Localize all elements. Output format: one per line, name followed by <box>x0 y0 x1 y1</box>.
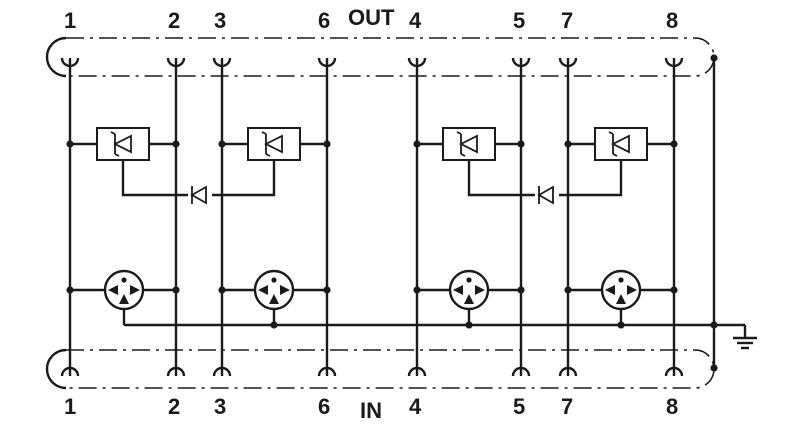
top-connector-outline <box>45 36 715 78</box>
ground-icon <box>733 336 757 350</box>
conductor-lines <box>68 58 676 376</box>
top-pin-label: 6 <box>318 8 330 33</box>
top-pin-labels: 1 2 3 6 4 5 7 8 <box>64 8 678 33</box>
bottom-pin-label: 7 <box>561 394 573 419</box>
bottom-pin-label: 6 <box>318 394 330 419</box>
top-pin-label: 1 <box>64 8 76 33</box>
tvs-diode-icon <box>594 127 648 161</box>
out-label: OUT <box>348 5 395 30</box>
junction-dots <box>66 140 718 329</box>
bottom-terminals <box>60 366 684 377</box>
top-pin-label: 5 <box>513 8 525 33</box>
gas-discharge-arrester-icon <box>600 269 642 311</box>
top-pin-label: 8 <box>666 8 678 33</box>
diode-icon <box>537 185 554 205</box>
diode-icon <box>190 185 207 205</box>
top-pin-label: 4 <box>409 8 422 33</box>
bottom-pin-label: 1 <box>64 394 76 419</box>
gas-discharge-arrester-icon <box>448 269 490 311</box>
bottom-pin-label: 5 <box>513 394 525 419</box>
top-pin-label: 7 <box>561 8 573 33</box>
bottom-pin-label: 4 <box>409 394 422 419</box>
ground-bus <box>122 309 747 337</box>
bottom-pin-label: 8 <box>666 394 678 419</box>
gas-discharge-arrester-icon <box>103 269 145 311</box>
bottom-pin-label: 3 <box>214 394 226 419</box>
bottom-connector-outline <box>45 348 715 390</box>
tvs-diode-icon <box>96 127 150 161</box>
steering-link-right <box>467 160 623 205</box>
tvs-diode-icon <box>442 127 496 161</box>
gas-discharge-arrester-icon <box>253 269 295 311</box>
in-label: IN <box>360 398 382 423</box>
bottom-pin-label: 2 <box>168 394 180 419</box>
shield-bus <box>710 54 718 372</box>
steering-link-left <box>121 160 276 205</box>
top-terminals <box>60 57 684 68</box>
top-pin-label: 3 <box>214 8 226 33</box>
bottom-pin-labels: 1 2 3 6 4 5 7 8 <box>64 394 678 419</box>
tvs-diode-icon <box>247 127 301 161</box>
top-pin-label: 2 <box>168 8 180 33</box>
